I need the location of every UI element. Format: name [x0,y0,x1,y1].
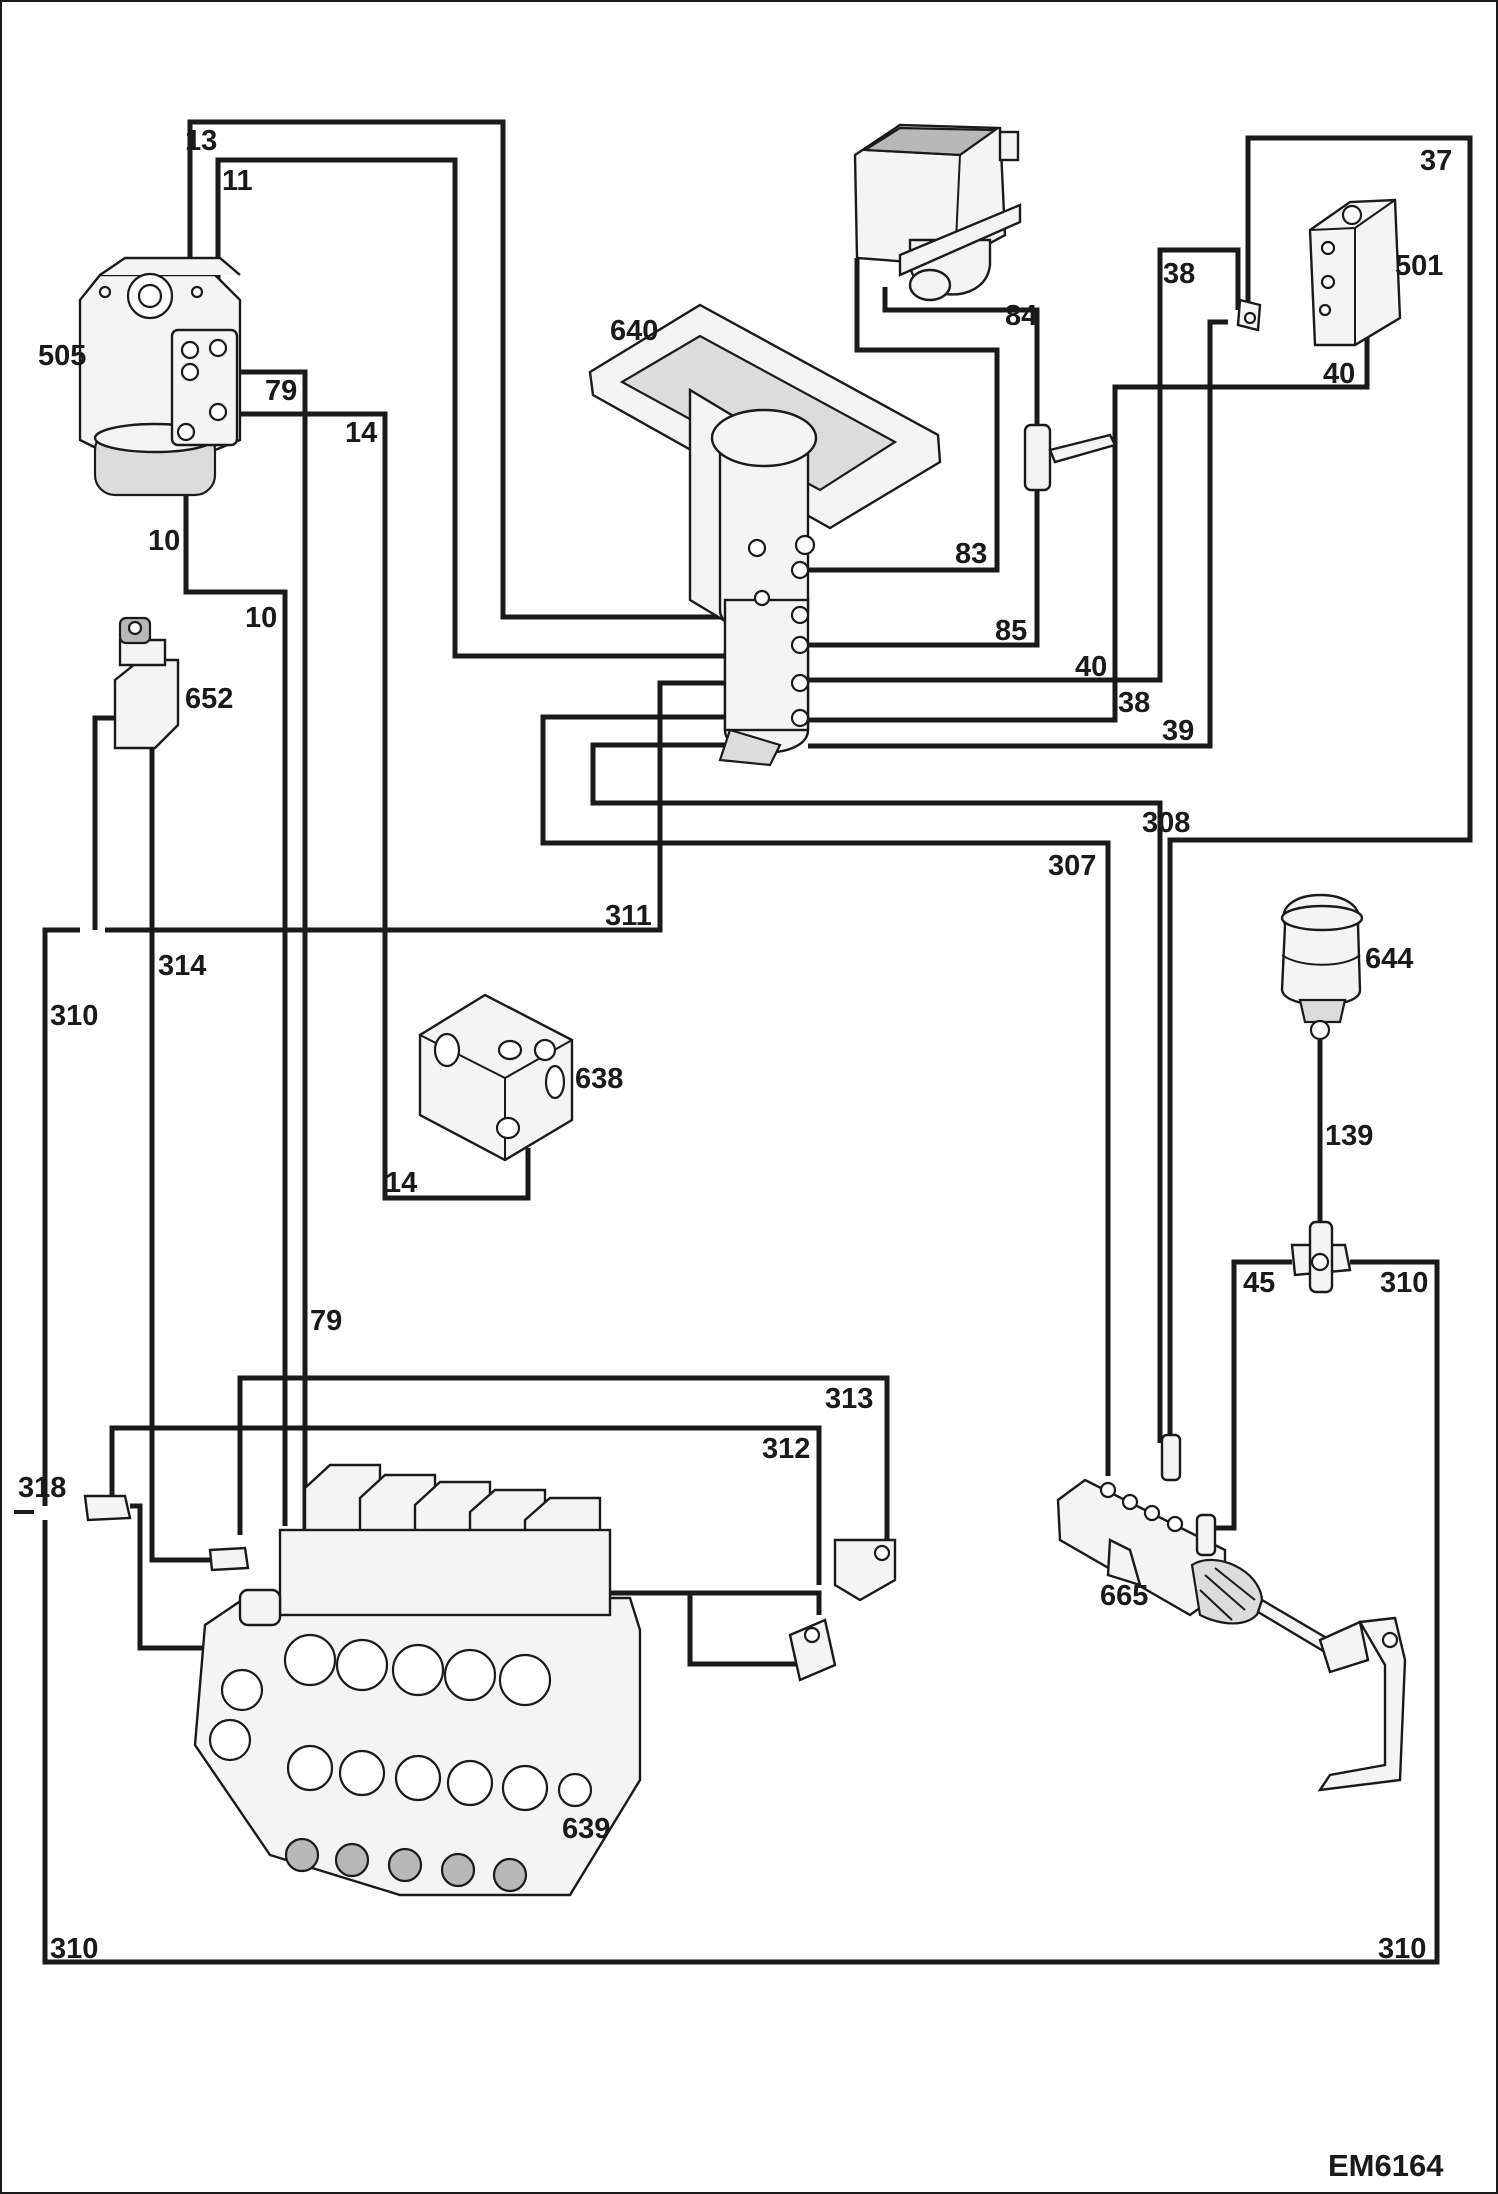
hose-label-314: 314 [158,950,206,982]
hose-37 [1167,135,1473,1443]
hose-lines [42,119,1473,1965]
label-665: 665 [1100,1580,1148,1612]
hose-310-left [42,927,80,1506]
hose-label-311: 311 [605,900,652,932]
hose-312 [606,1590,822,1615]
hose-label-83: 83 [955,538,987,570]
hose-label-79-top: 79 [265,375,297,407]
hose-84 [882,287,1040,425]
label-639: 639 [562,1813,610,1845]
hose-label-40-right: 40 [1323,358,1355,390]
cross-fitting-139 [1290,1220,1352,1294]
hose-14 [230,411,531,1201]
valve-solenoids [278,1463,612,1617]
hose-11 [215,157,740,659]
hose-308 [590,742,1163,1443]
hose-318 [109,1425,822,1585]
hose-label-10-a: 10 [148,525,180,557]
control-valve-639 [83,1463,897,1897]
hose-label-310-right: 310 [1380,1267,1428,1299]
label-644: 644 [1365,943,1413,975]
label-505: 505 [38,340,86,372]
hose-label-310-bottom-right: 310 [1378,1933,1426,1965]
hose-label-40-mid: 40 [1075,651,1107,683]
hose-label-38-mid: 38 [1118,687,1150,719]
hose-39 [808,319,1228,749]
hose-label-14-bottom: 14 [385,1167,417,1199]
drawing-reference: EM6164 [1328,2148,1444,2183]
hose-label-310-bottom-left: 310 [50,1933,98,1965]
hose-652-out [92,715,118,930]
valve-mount-640 [588,303,942,767]
hose-label-318: 318 [18,1472,66,1504]
hose-label-312: 312 [762,1433,810,1465]
hose-10 [183,440,288,1526]
hose-label-10-b: 10 [245,602,277,634]
heater-unit [853,123,1022,302]
hose-318b [130,1503,210,1651]
valve-sections [208,1633,593,1893]
hose-13 [187,119,740,620]
steering-unit-505 [78,256,242,497]
hose-label-307: 307 [1048,850,1096,882]
hose-label-45: 45 [1243,1267,1275,1299]
label-638: 638 [575,1063,623,1095]
hose-label-11: 11 [222,165,253,197]
junction-block-638 [418,993,574,1162]
hose-45 [1212,1259,1292,1531]
hose-311 [105,680,740,933]
hose-313 [237,1375,890,1545]
hose-label-139: 139 [1325,1120,1373,1152]
hose-label-39: 39 [1162,715,1194,747]
hose-85 [808,490,1040,648]
hose-label-84: 84 [1005,300,1037,332]
accumulator-644 [1280,893,1364,1041]
hose-label-310-left: 310 [50,1000,98,1032]
hose-38a [808,247,1241,683]
hose-label-14-top: 14 [345,417,377,449]
hose-label-38-top: 38 [1163,258,1195,290]
hose-label-37: 37 [1420,145,1452,177]
hose-83 [808,258,1000,573]
label-501: 501 [1395,250,1443,282]
hose-314 [149,740,210,1563]
solenoid-valve-652 [113,616,180,750]
label-652: 652 [185,683,233,715]
component-labels: 505 640 501 652 638 644 665 639 [38,250,1443,1845]
master-cylinder-665 [1056,1433,1407,1792]
hose-label-13: 13 [185,125,217,157]
hose-79 [232,369,308,1531]
hose-307 [540,714,1111,1476]
hose-label-85: 85 [995,615,1027,647]
inline-valve-84-85 [1023,423,1117,492]
hose-639-out [606,1590,796,1667]
hose-310-bottom [42,1259,1440,1965]
hose-label-308: 308 [1142,807,1190,839]
hose-label-313: 313 [825,1383,873,1415]
hose-label-79-bottom: 79 [310,1305,342,1337]
valve-block-501 [1236,198,1402,347]
label-640: 640 [610,315,658,347]
hose-labels: 13 11 79 14 10 10 83 84 85 37 38 40 40 3… [18,125,1452,1965]
